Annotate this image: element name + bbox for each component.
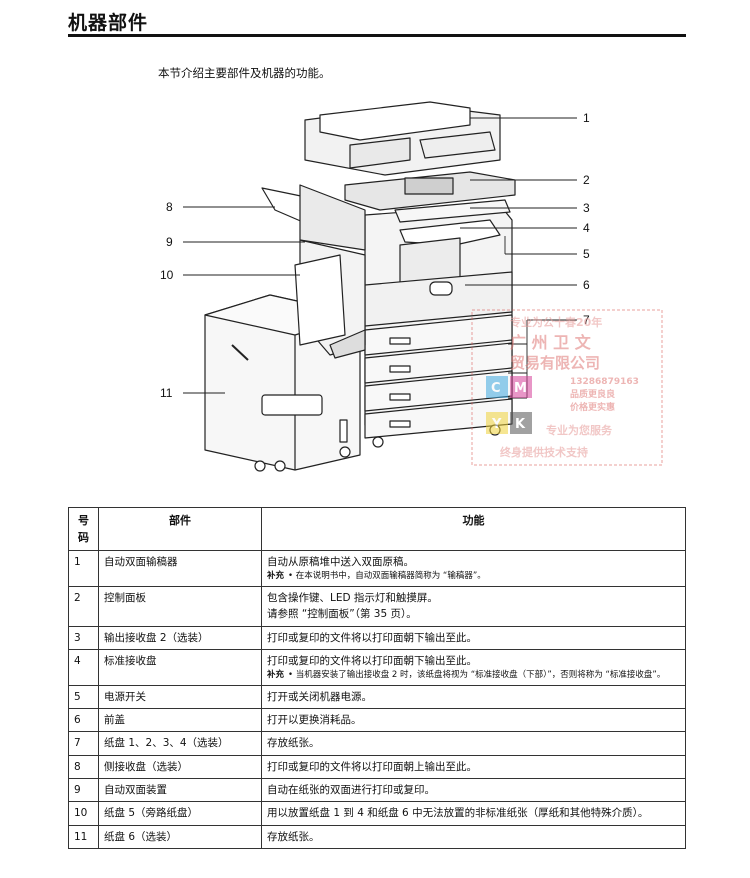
function-text: 自动从原稿堆中送入双面原稿。 — [267, 556, 414, 569]
row-function: 存放纸张。 — [261, 731, 686, 756]
table-row: 11 纸盘 6（选装） 存放纸张。 — [68, 824, 686, 849]
row-part: 电源开关 — [98, 684, 262, 710]
row-part: 控制面板 — [98, 586, 262, 627]
table-row: 7 纸盘 1、2、3、4（选装） 存放纸张。 — [68, 731, 686, 756]
watermark-line-4: 专业为您服务 — [546, 423, 613, 437]
watermark-line-1: 专业为公十春20年 — [510, 315, 602, 329]
note-text: • 当机器安装了输出接收盘 2 时，该纸盘将视为 “标准接收盘（下部）”，否则将… — [288, 670, 666, 681]
header-part: 部件 — [98, 506, 262, 552]
watermark-stamp: 专业为公十春20年 广 州 卫 文 贸易有限公司 C M Y K 1328687… — [471, 309, 663, 466]
machine-illustration: 1 2 3 4 5 6 7 8 9 10 11 专业为公十春20年 广 州 卫 … — [160, 101, 663, 472]
row-part: 纸盘 6（选装） — [98, 824, 262, 849]
row-function: 用以放置纸盘 1 到 4 和纸盘 6 中无法放置的非标准纸张（厚纸和其他特殊介质… — [261, 801, 686, 826]
row-function: 打开以更换消耗品。 — [261, 708, 686, 733]
table-row: 8 侧接收盘（选装） 打印或复印的文件将以打印面朝上输出至此。 — [68, 754, 686, 779]
callout-1: 1 — [583, 111, 590, 125]
table-header-row: 号码 部件 功能 — [68, 506, 686, 552]
callout-3: 3 — [583, 201, 590, 215]
table-row: 9 自动双面装置 自动在纸张的双面进行打印或复印。 — [68, 777, 686, 803]
table-row: 6 前盖 打开以更换消耗品。 — [68, 708, 686, 733]
table-row: 10 纸盘 5（旁路纸盘） 用以放置纸盘 1 到 4 和纸盘 6 中无法放置的非… — [68, 801, 686, 826]
intro-text: 本节介绍主要部件及机器的功能。 — [158, 66, 331, 80]
table-row: 1 自动双面输稿器 自动从原稿堆中送入双面原稿。 补充• 在本说明书中，自动双面… — [68, 550, 686, 588]
watermark-slogan-2: 价格更实惠 — [570, 401, 615, 413]
note-label: 补充 — [267, 670, 285, 681]
header-function: 功能 — [261, 506, 686, 552]
callout-8: 8 — [166, 200, 173, 214]
row-part: 侧接收盘（选装） — [98, 754, 262, 779]
callout-11: 11 — [160, 386, 173, 400]
row-number: 9 — [68, 777, 99, 803]
parts-table: 号码 部件 功能 1 自动双面输稿器 自动从原稿堆中送入双面原稿。 补充• 在本… — [68, 506, 686, 849]
row-number: 11 — [68, 824, 99, 849]
row-function: 包含操作键、LED 指示灯和触摸屏。 请参照 “控制面板”（第 35 页）。 — [261, 586, 686, 627]
row-function: 打开或关闭机器电源。 — [261, 684, 686, 710]
title-rule — [68, 34, 686, 37]
row-function: 打印或复印的文件将以打印面朝上输出至此。 — [261, 754, 686, 779]
watermark-y: Y — [491, 417, 502, 432]
row-number: 4 — [68, 648, 99, 686]
row-part: 自动双面输稿器 — [98, 550, 262, 588]
watermark-line-2: 广 州 卫 文 — [510, 333, 592, 352]
row-function: 打印或复印的文件将以打印面朝下输出至此。 补充• 当机器安装了输出接收盘 2 时… — [261, 648, 686, 686]
supplement-note: 补充• 在本说明书中，自动双面输稿器简称为 “输稿器”。 — [267, 570, 680, 583]
row-number: 1 — [68, 550, 99, 588]
table-row: 3 输出接收盘 2（选装） 打印或复印的文件将以打印面朝下输出至此。 — [68, 625, 686, 650]
row-part: 标准接收盘 — [98, 648, 262, 686]
supplement-note: 补充• 当机器安装了输出接收盘 2 时，该纸盘将视为 “标准接收盘（下部）”，否… — [267, 669, 680, 682]
row-number: 7 — [68, 731, 99, 756]
note-text: • 在本说明书中，自动双面输稿器简称为 “输稿器”。 — [288, 571, 486, 582]
callout-4: 4 — [583, 221, 590, 235]
watermark-line-5: 终身提供技术支持 — [500, 445, 588, 459]
watermark-m: M — [514, 381, 527, 396]
row-number: 10 — [68, 801, 99, 826]
row-function: 打印或复印的文件将以打印面朝下输出至此。 — [261, 625, 686, 650]
row-part: 输出接收盘 2（选装） — [98, 625, 262, 650]
row-function: 自动在纸张的双面进行打印或复印。 — [261, 777, 686, 803]
row-number: 6 — [68, 708, 99, 733]
row-part: 前盖 — [98, 708, 262, 733]
page-title: 机器部件 — [68, 12, 149, 34]
table-row: 2 控制面板 包含操作键、LED 指示灯和触摸屏。 请参照 “控制面板”（第 3… — [68, 586, 686, 627]
row-number: 5 — [68, 684, 99, 710]
row-number: 2 — [68, 586, 99, 627]
header-number: 号码 — [68, 506, 99, 552]
callout-5: 5 — [583, 247, 590, 261]
row-number: 8 — [68, 754, 99, 779]
table-row: 5 电源开关 打开或关闭机器电源。 — [68, 684, 686, 710]
watermark-phone: 13286879163 — [570, 377, 639, 387]
row-part: 自动双面装置 — [98, 777, 262, 803]
function-text: 包含操作键、LED 指示灯和触摸屏。 — [267, 592, 438, 605]
callout-9: 9 — [166, 235, 173, 249]
callout-2: 2 — [583, 173, 590, 187]
function-text: 请参照 “控制面板”（第 35 页）。 — [267, 608, 417, 621]
callout-6: 6 — [583, 278, 590, 292]
watermark-k: K — [515, 417, 526, 432]
row-function: 自动从原稿堆中送入双面原稿。 补充• 在本说明书中，自动双面输稿器简称为 “输稿… — [261, 550, 686, 588]
watermark-slogan-1: 品质更良良 — [570, 388, 615, 400]
watermark-c: C — [491, 381, 501, 396]
machine-figure: 1 2 3 4 5 6 7 8 9 10 11 专业为公十春20年 广 州 卫 … — [0, 90, 750, 490]
row-part: 纸盘 5（旁路纸盘） — [98, 801, 262, 826]
table-row: 4 标准接收盘 打印或复印的文件将以打印面朝下输出至此。 补充• 当机器安装了输… — [68, 648, 686, 686]
note-label: 补充 — [267, 571, 285, 582]
callout-7: 7 — [583, 313, 590, 327]
function-text: 打印或复印的文件将以打印面朝下输出至此。 — [267, 654, 477, 667]
callout-10: 10 — [160, 268, 174, 282]
row-part: 纸盘 1、2、3、4（选装） — [98, 731, 262, 756]
row-function: 存放纸张。 — [261, 824, 686, 849]
row-number: 3 — [68, 625, 99, 650]
watermark-line-3: 贸易有限公司 — [510, 354, 600, 372]
